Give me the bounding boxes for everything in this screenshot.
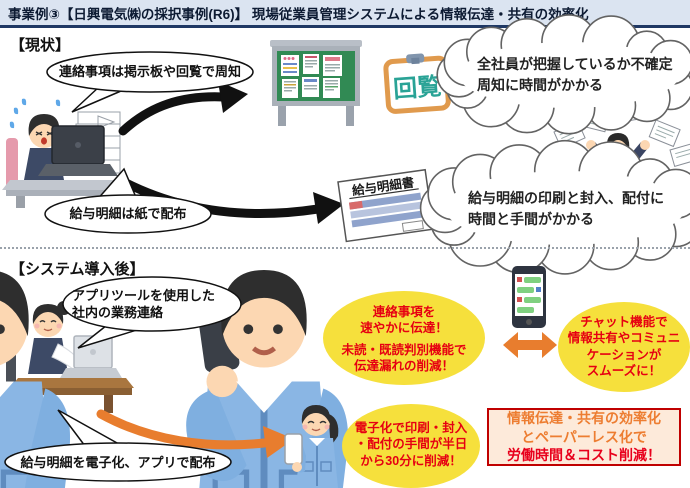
highlight-ellipse-notice bbox=[323, 291, 485, 385]
highlight-payslip-text: 電子化で印刷・封入 ・配付の手間が半日 から30分に削減！ bbox=[354, 421, 468, 468]
cloud-payslip-text: 給与明細の印刷と封入、配付に 時間と手間がかかる bbox=[468, 190, 664, 227]
stressed-woman-at-laptop-illustration bbox=[2, 98, 132, 208]
page-title: 事業例③【日興電気㈱の採択事例(R6)】 現場従業員管理システムによる情報伝達・… bbox=[8, 6, 589, 22]
kairan-sign-label: 回覧 bbox=[392, 73, 442, 103]
payslip-paper-illustration: 給与明細書 bbox=[337, 168, 435, 243]
thought-cloud-notice bbox=[436, 14, 690, 135]
bubble-notice-text: 連絡事項は掲示板や回覧で周知 bbox=[58, 64, 241, 79]
speech-bubble-digital bbox=[4, 409, 232, 482]
smartphone-chat-illustration bbox=[512, 266, 546, 328]
result-summary-box: 情報伝達・共有の効率化 とペーパーレス化で 労働時間＆コスト削減！ bbox=[487, 408, 681, 466]
after-system-label: 【システム導入後】 bbox=[10, 261, 145, 278]
current-state-label: 【現状】 bbox=[10, 37, 71, 54]
bubble-payslip-text: 給与明細は紙で配布 bbox=[69, 206, 187, 221]
arrow-current-payslip bbox=[119, 177, 344, 224]
section-divider bbox=[0, 247, 690, 249]
woman-holding-phone-illustration bbox=[284, 405, 339, 488]
cloud-notice-text: 全社員が把握しているか不確定 周知に時間がかかる bbox=[477, 56, 673, 93]
highlight-notice-text: 連絡事項を 速やかに伝達！ 未読・既読判別機能で 伝達漏れの削減！ bbox=[341, 305, 467, 373]
highlight-chat-text: チャット機能で 情報共有やコミュニ ケーションが スムーズに！ bbox=[567, 315, 681, 378]
speech-bubble-notice bbox=[46, 51, 254, 113]
highlight-ellipse-chat bbox=[558, 302, 690, 392]
arrow-after-payslip bbox=[96, 409, 294, 458]
kairan-circular-sign: 回覧 bbox=[383, 53, 451, 114]
bubble-digital-text: 給与明細を電子化、アプリで配布 bbox=[20, 455, 216, 470]
page-title-bar: 事業例③【日興電気㈱の採択事例(R6)】 現場従業員管理システムによる情報伝達・… bbox=[0, 0, 690, 28]
bubble-app-text: アプリツールを使用した 社内の業務連絡 bbox=[72, 288, 216, 320]
bulletin-board-illustration bbox=[270, 40, 362, 126]
speech-bubble-payslip bbox=[44, 167, 212, 234]
arrow-current-notice bbox=[118, 81, 248, 136]
thought-cloud-payslip bbox=[419, 139, 690, 275]
highlight-ellipse-payslip bbox=[342, 404, 480, 488]
double-arrow-chat bbox=[503, 332, 557, 358]
speech-bubble-app bbox=[62, 276, 242, 349]
